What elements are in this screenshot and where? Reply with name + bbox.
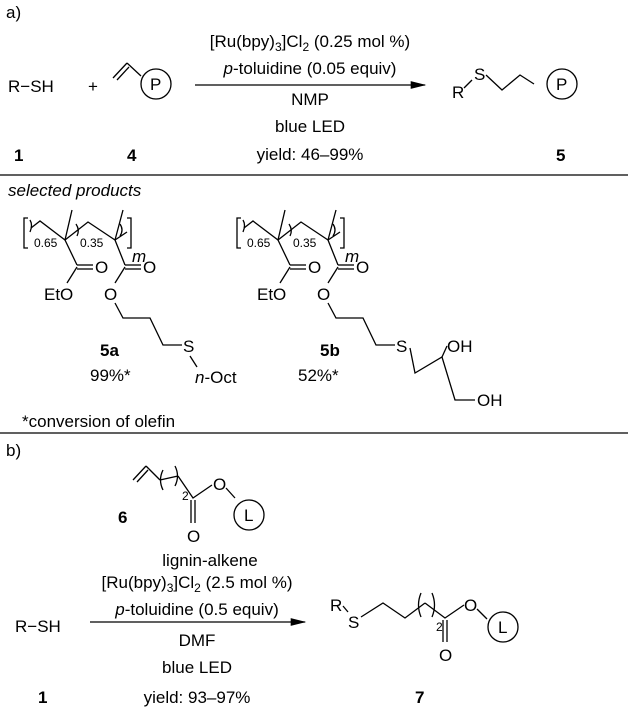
catalyst-label-b: [Ru(bpy)3]Cl2 (2.5 mol %) xyxy=(102,573,293,595)
svg-text:O: O xyxy=(187,527,200,546)
svg-text:O: O xyxy=(464,596,477,615)
svg-text:0.65: 0.65 xyxy=(34,236,58,250)
svg-text:L: L xyxy=(244,506,253,525)
compound-label-5: 5 xyxy=(556,146,565,165)
catalyst-label: [Ru(bpy)3]Cl2 (0.25 mol %) xyxy=(210,32,410,54)
svg-text:S: S xyxy=(474,65,485,84)
product-7-structure: R S 2 O O L xyxy=(330,592,519,665)
part-b-label: b) xyxy=(6,441,21,460)
svg-text:L: L xyxy=(498,618,507,637)
svg-text:0.35: 0.35 xyxy=(80,236,104,250)
svg-text:m: m xyxy=(132,247,146,266)
selected-products-heading: selected products xyxy=(8,181,142,200)
svg-text:O: O xyxy=(104,285,117,304)
plus-sign: + xyxy=(88,77,98,96)
svg-text:m: m xyxy=(345,247,359,266)
svg-text:2: 2 xyxy=(436,620,443,634)
product-5-structure: R S P xyxy=(452,65,578,102)
reagent-name: lignin-alkene xyxy=(162,551,257,570)
svg-text:S: S xyxy=(396,337,407,356)
svg-text:S: S xyxy=(348,613,359,632)
solvent-label: NMP xyxy=(291,90,329,109)
svg-text:O: O xyxy=(439,646,452,665)
product-5b-conversion: 52%* xyxy=(298,366,339,385)
solvent-label-b: DMF xyxy=(179,631,216,650)
product-5b-label: 5b xyxy=(320,341,340,360)
svg-text:0.35: 0.35 xyxy=(293,236,317,250)
compound-label-4: 4 xyxy=(127,146,137,165)
svg-text:R: R xyxy=(452,83,464,102)
svg-text:EtO: EtO xyxy=(44,285,73,304)
svg-text:O: O xyxy=(317,285,330,304)
light-label: blue LED xyxy=(275,117,345,136)
svg-text:0.65: 0.65 xyxy=(247,236,271,250)
lignin-alkene-structure: 2 O O L xyxy=(132,465,265,546)
thiol-reactant-b: R−SH xyxy=(15,617,61,636)
svg-text:O: O xyxy=(356,258,369,277)
vinyl-polymer-structure xyxy=(112,62,172,100)
svg-text:2: 2 xyxy=(182,489,189,503)
product-5a-conversion: 99%* xyxy=(90,366,131,385)
polymer-tag: P xyxy=(150,75,161,94)
additive-label: p-toluidine (0.05 equiv) xyxy=(223,59,397,78)
svg-text:OH: OH xyxy=(477,391,503,410)
part-a-label: a) xyxy=(6,3,21,22)
svg-text:O: O xyxy=(213,475,226,494)
svg-text:O: O xyxy=(143,258,156,277)
additive-label-b: p-toluidine (0.5 equiv) xyxy=(114,600,279,619)
svg-text:P: P xyxy=(556,75,567,94)
product-5a-structure: 0.65 0.35 m O EtO O O S n-Oct xyxy=(23,209,237,387)
svg-text:OH: OH xyxy=(447,337,473,356)
yield-label: yield: 46–99% xyxy=(257,145,364,164)
product-5a-label: 5a xyxy=(100,341,119,360)
svg-text:n-Oct: n-Oct xyxy=(195,368,237,387)
svg-text:S: S xyxy=(183,337,194,356)
svg-text:O: O xyxy=(95,258,108,277)
svg-text:O: O xyxy=(308,258,321,277)
footnote: *conversion of olefin xyxy=(22,412,175,431)
thiol-reactant: R−SH xyxy=(8,77,54,96)
compound-label-7: 7 xyxy=(415,688,424,707)
compound-label-1: 1 xyxy=(14,146,23,165)
product-5b-structure: 0.65 0.35 m O EtO O O S OH OH xyxy=(236,209,503,410)
compound-label-1-b: 1 xyxy=(38,688,47,707)
light-label-b: blue LED xyxy=(162,658,232,677)
svg-text:R: R xyxy=(330,596,342,615)
reagent-6-label: 6 xyxy=(118,508,127,527)
yield-label-b: yield: 93–97% xyxy=(144,688,251,707)
svg-text:EtO: EtO xyxy=(257,285,286,304)
